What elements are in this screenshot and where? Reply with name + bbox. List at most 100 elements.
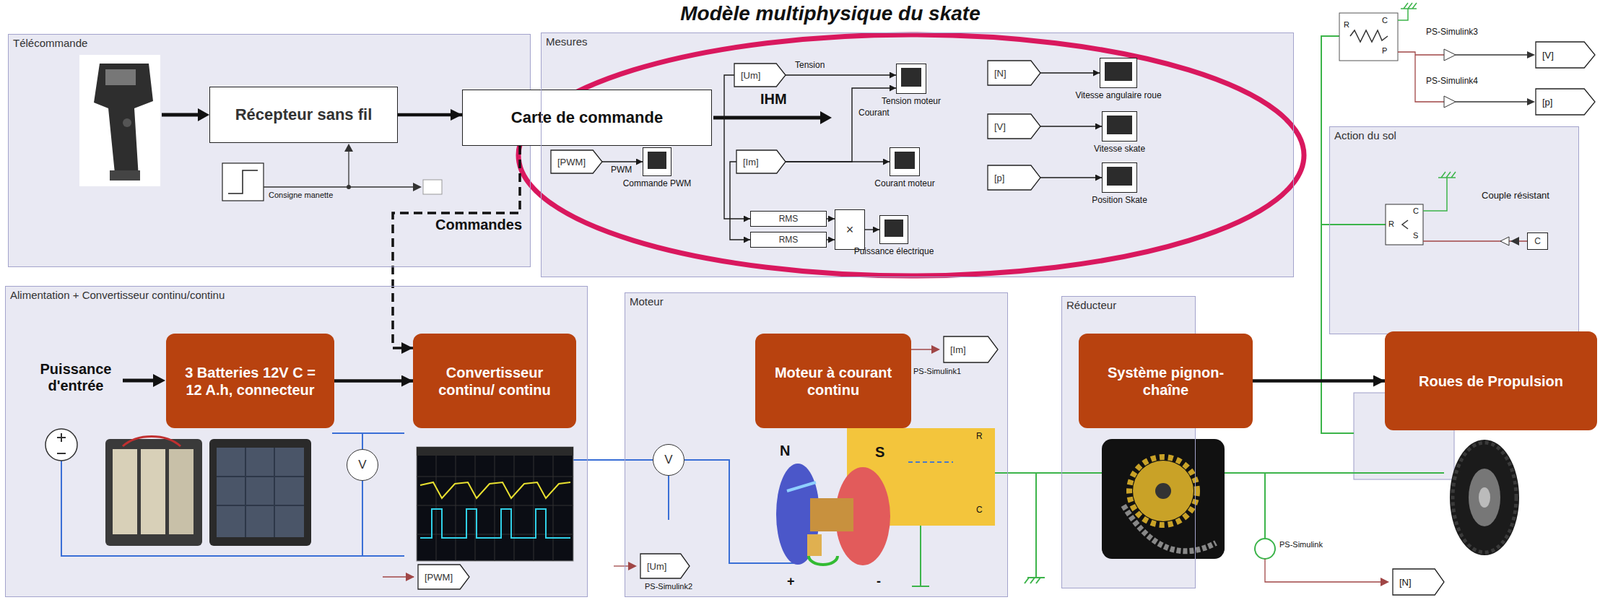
scope-caption: Vitesse skate bbox=[1093, 143, 1146, 154]
math-block: C bbox=[1527, 232, 1549, 250]
tag-name: [PWM] bbox=[557, 156, 586, 168]
panel-title: Télécommande bbox=[12, 36, 526, 50]
position-sensor-block bbox=[1444, 49, 1456, 61]
tag-outline bbox=[987, 114, 1041, 139]
torque-source bbox=[1510, 236, 1520, 246]
battery-photo bbox=[168, 449, 194, 535]
scope-block: Commande PWM bbox=[642, 147, 672, 177]
battery-photo bbox=[105, 438, 203, 546]
panel-title: Réducteur bbox=[1066, 298, 1191, 312]
voltage-source bbox=[45, 428, 78, 461]
magnet-pole: S bbox=[875, 444, 885, 461]
scope-block: Vitesse skate bbox=[1101, 111, 1138, 142]
scope-caption: Vitesse angulaire roue bbox=[1075, 90, 1162, 101]
remote-photo bbox=[105, 69, 136, 86]
remote-photo bbox=[93, 63, 154, 181]
scope-screen bbox=[1106, 166, 1133, 186]
component-box: Système pignon-chaîne bbox=[1078, 333, 1253, 429]
tag-outline bbox=[943, 336, 998, 363]
signal-line bbox=[1040, 72, 1100, 73]
voltage-source bbox=[57, 452, 66, 455]
mechanical-wire bbox=[1264, 472, 1266, 539]
signal-tag: [Um] bbox=[734, 63, 786, 87]
input-label: Puissance d'entrée bbox=[28, 361, 123, 395]
meter-letter: V bbox=[358, 457, 367, 473]
box-label: Récepteur sans fil bbox=[235, 105, 373, 125]
signal-tag: [PWM] bbox=[418, 564, 470, 590]
flow-arrow bbox=[153, 374, 166, 388]
signal-wire bbox=[931, 345, 941, 354]
battery-photo bbox=[209, 438, 312, 546]
sprocket-photo bbox=[1123, 505, 1216, 551]
oscilloscope-screen bbox=[416, 446, 574, 562]
step-block bbox=[222, 143, 442, 201]
signal-line bbox=[602, 161, 643, 162]
signal-tag: [N] bbox=[987, 60, 1041, 86]
tag-outline bbox=[1535, 88, 1595, 115]
math-block: RMS bbox=[750, 231, 827, 248]
scope-block: Position Skate bbox=[1101, 162, 1138, 193]
speed-sensor bbox=[1254, 538, 1276, 559]
tag-name: [N] bbox=[994, 67, 1007, 79]
diagram-title: Modèle multiphysique du skate bbox=[613, 2, 1047, 26]
signal-line bbox=[1040, 125, 1102, 127]
block-label: × bbox=[846, 222, 855, 238]
wheel-photo bbox=[1452, 442, 1517, 553]
signal-line bbox=[826, 238, 835, 240]
flow-arrow bbox=[334, 379, 413, 383]
motor-illustration bbox=[787, 482, 816, 491]
port-letter: C bbox=[1381, 15, 1388, 26]
position-sensor-block bbox=[1339, 2, 1536, 108]
sprocket-photo bbox=[1129, 457, 1198, 525]
tag-name: [N] bbox=[1399, 576, 1412, 588]
step-block bbox=[423, 179, 442, 195]
signal-tag: [V] bbox=[987, 114, 1041, 139]
oscilloscope-screen bbox=[420, 509, 571, 538]
connector-label: Commandes bbox=[433, 216, 525, 234]
power-wire bbox=[332, 432, 405, 434]
scope-screen bbox=[884, 219, 904, 237]
voltage-source bbox=[45, 428, 78, 461]
position-sensor-block bbox=[1527, 98, 1536, 106]
torque-source bbox=[1385, 204, 1424, 245]
oscilloscope-screen bbox=[416, 446, 574, 456]
block-name: PS-Simulink4 bbox=[1425, 76, 1478, 87]
flow-arrow bbox=[392, 145, 520, 349]
terminal-sign: - bbox=[876, 574, 881, 590]
flow-arrow bbox=[820, 111, 832, 125]
speed-sensor bbox=[1264, 558, 1388, 582]
signal-line bbox=[724, 75, 751, 219]
wheel-photo bbox=[1449, 439, 1520, 556]
scope-block: Tension moteur bbox=[896, 63, 927, 94]
scope-screen bbox=[1106, 115, 1133, 135]
box-label: Système pignon-chaîne bbox=[1090, 363, 1242, 399]
torque-source bbox=[1402, 220, 1408, 229]
oscilloscope-screen bbox=[416, 446, 574, 562]
flow-arrow bbox=[161, 113, 200, 117]
signal-line bbox=[826, 218, 835, 219]
port-letter: R bbox=[1343, 20, 1350, 30]
port-letter: C bbox=[976, 505, 983, 516]
remote-photo bbox=[79, 54, 161, 187]
speed-sensor bbox=[1380, 577, 1390, 587]
flow-arrow bbox=[122, 379, 155, 383]
panel-fill bbox=[624, 292, 1008, 598]
math-block: × bbox=[834, 209, 865, 250]
signal-name: Couple résistant bbox=[1480, 190, 1551, 202]
remote-photo bbox=[122, 118, 132, 128]
battery-photo bbox=[122, 436, 181, 447]
signal-tag: [Um] bbox=[640, 553, 690, 579]
scope-screen bbox=[894, 151, 915, 169]
subsystem-panel: Mesures[Um][PWM]Tension moteur[Im]Comman… bbox=[540, 32, 1294, 278]
sprocket-photo bbox=[1155, 483, 1172, 499]
subsystem-panel: Alimentation + Convertisseur continu/con… bbox=[5, 285, 588, 598]
subsystem-panel: MoteurMoteur à courant continu[Im]V[Um] bbox=[624, 292, 1008, 598]
tag-outline bbox=[987, 165, 1041, 190]
tag-outline bbox=[640, 553, 690, 579]
tag-name: [Um] bbox=[646, 561, 667, 572]
power-wire bbox=[361, 480, 364, 556]
flow-arrow bbox=[397, 113, 463, 117]
position-sensor-block bbox=[1455, 54, 1530, 55]
tag-name: [Im] bbox=[950, 344, 967, 356]
tag-name: [V] bbox=[994, 121, 1006, 133]
